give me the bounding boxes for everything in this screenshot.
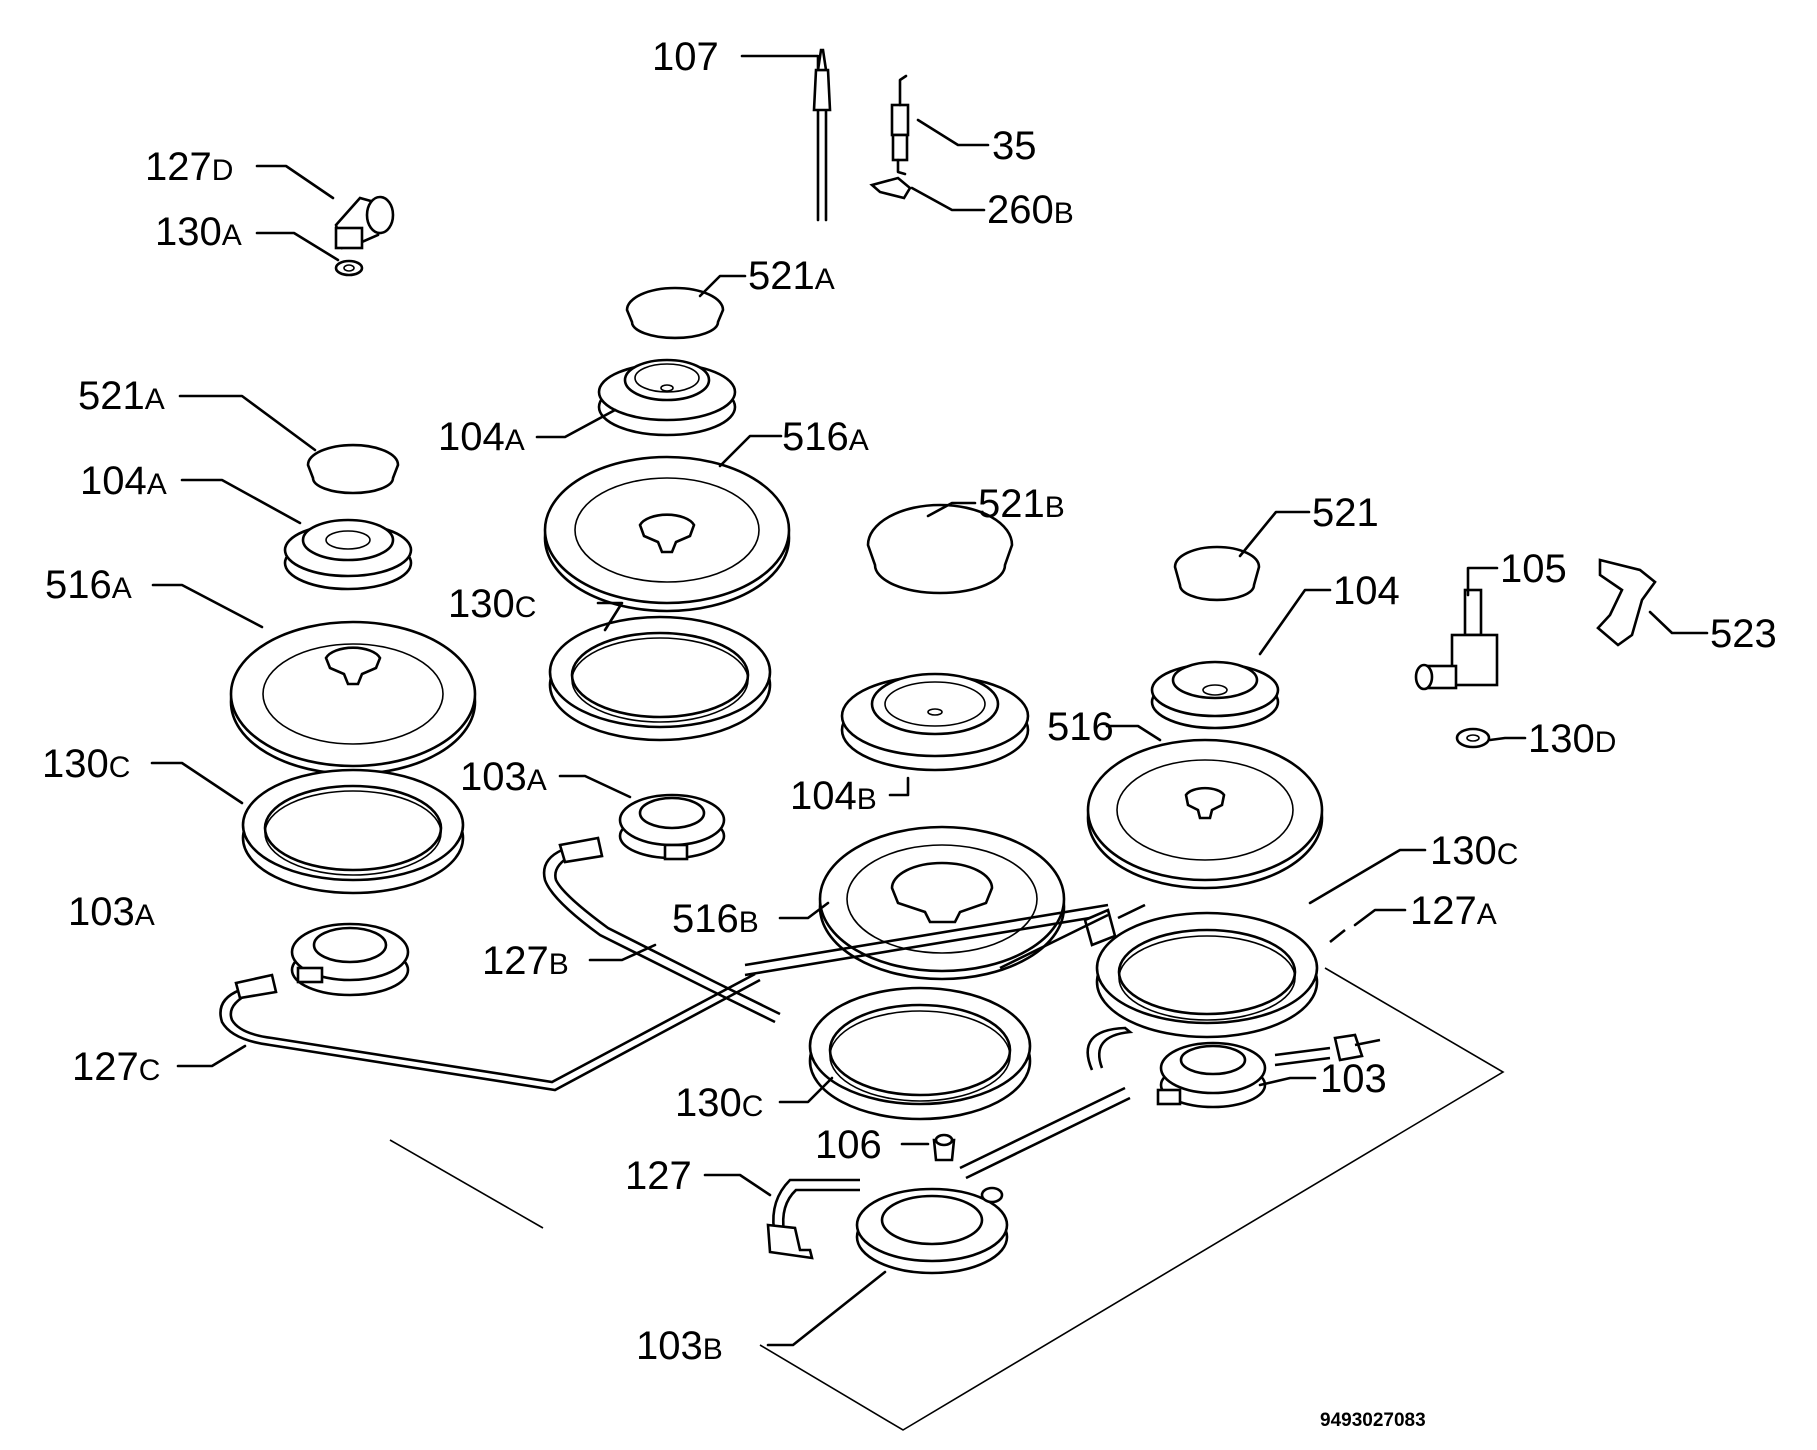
- label-260b: 260B: [987, 188, 1074, 232]
- part-130a-washer: [334, 259, 364, 277]
- part-130d-washer: [1455, 727, 1491, 749]
- part-105-gas-valve: [1414, 588, 1499, 691]
- label-103b: 103B: [636, 1324, 723, 1368]
- part-521b-burner-cap: [866, 503, 1014, 595]
- label-105: 105: [1500, 547, 1567, 591]
- part-516a-burner-ring-center: [543, 455, 791, 613]
- gas-pipe-127a: [744, 903, 1381, 1180]
- part-260b-clip: [869, 176, 912, 200]
- label-516b: 516B: [672, 897, 759, 941]
- part-130c-seal-left: [241, 768, 465, 895]
- label-521b: 521B: [978, 482, 1065, 526]
- label-130a: 130A: [155, 210, 242, 254]
- part-516a-burner-ring-left: [229, 620, 477, 776]
- part-521a-burner-cap-center: [625, 286, 725, 340]
- document-number: 9493027083: [1320, 1410, 1426, 1431]
- part-104-burner-head: [1150, 660, 1280, 730]
- label-130c-bottom: 130C: [675, 1081, 763, 1125]
- label-521a-center: 521A: [748, 254, 835, 298]
- part-103-burner-base: [1156, 1041, 1267, 1109]
- label-104a-left: 104A: [80, 459, 167, 503]
- label-521: 521: [1312, 491, 1379, 535]
- label-104: 104: [1333, 569, 1400, 613]
- label-127b: 127B: [482, 939, 569, 983]
- part-130c-seal-right: [1095, 911, 1319, 1039]
- part-523-bracket: [1596, 558, 1657, 647]
- part-labels: 107 35 260B 127D 130A 521A 521A 104A 104…: [42, 35, 1777, 1431]
- label-130d: 130D: [1528, 717, 1616, 761]
- label-103a-center: 103A: [460, 755, 547, 799]
- label-130c-left: 130C: [42, 742, 130, 786]
- label-130c-right: 130C: [1430, 829, 1518, 873]
- part-521-burner-cap: [1173, 545, 1261, 602]
- label-104a-center: 104A: [438, 415, 525, 459]
- part-130c-seal-center: [548, 615, 772, 742]
- label-107: 107: [652, 35, 719, 79]
- label-523: 523: [1710, 612, 1777, 656]
- label-127a: 127A: [1410, 889, 1497, 933]
- part-104b-burner-head: [840, 672, 1030, 772]
- gas-pipe-127: [766, 1178, 860, 1260]
- part-127d-elbow-fitting: [334, 195, 395, 250]
- label-127: 127: [625, 1154, 692, 1198]
- part-516-burner-ring: [1086, 738, 1324, 890]
- label-106: 106: [815, 1123, 882, 1167]
- label-516a-left: 516A: [45, 563, 132, 607]
- pipe-fitting-middle: [999, 913, 1109, 970]
- gas-pipe-127b: [542, 836, 781, 1024]
- label-521a-left: 521A: [78, 374, 165, 418]
- part-521a-burner-cap-left: [306, 443, 400, 495]
- label-103: 103: [1320, 1057, 1387, 1101]
- part-130c-seal-bottom: [808, 986, 1032, 1121]
- part-106-injector: [932, 1133, 956, 1162]
- label-127d: 127D: [145, 145, 233, 189]
- hob-outline: [389, 967, 1505, 1431]
- part-103a-burner-base-left: [290, 922, 410, 997]
- part-107-thermocouple: [812, 48, 832, 222]
- part-104a-burner-head-center: [597, 358, 737, 437]
- part-103a-burner-base-center: [618, 793, 726, 861]
- part-104a-burner-head-left: [283, 518, 413, 591]
- label-130c-center: 130C: [448, 582, 536, 626]
- label-127c: 127C: [72, 1045, 160, 1089]
- label-516a-center: 516A: [782, 415, 869, 459]
- label-35: 35: [992, 124, 1037, 168]
- part-35-ignition-electrode: [890, 74, 910, 176]
- leader-lines: [150, 54, 1709, 1347]
- label-103a-left: 103A: [68, 890, 155, 934]
- label-104b: 104B: [790, 774, 877, 818]
- label-516: 516: [1047, 705, 1114, 749]
- gas-pipe-127c: [219, 972, 761, 1092]
- part-103b-burner-base: [855, 1186, 1009, 1275]
